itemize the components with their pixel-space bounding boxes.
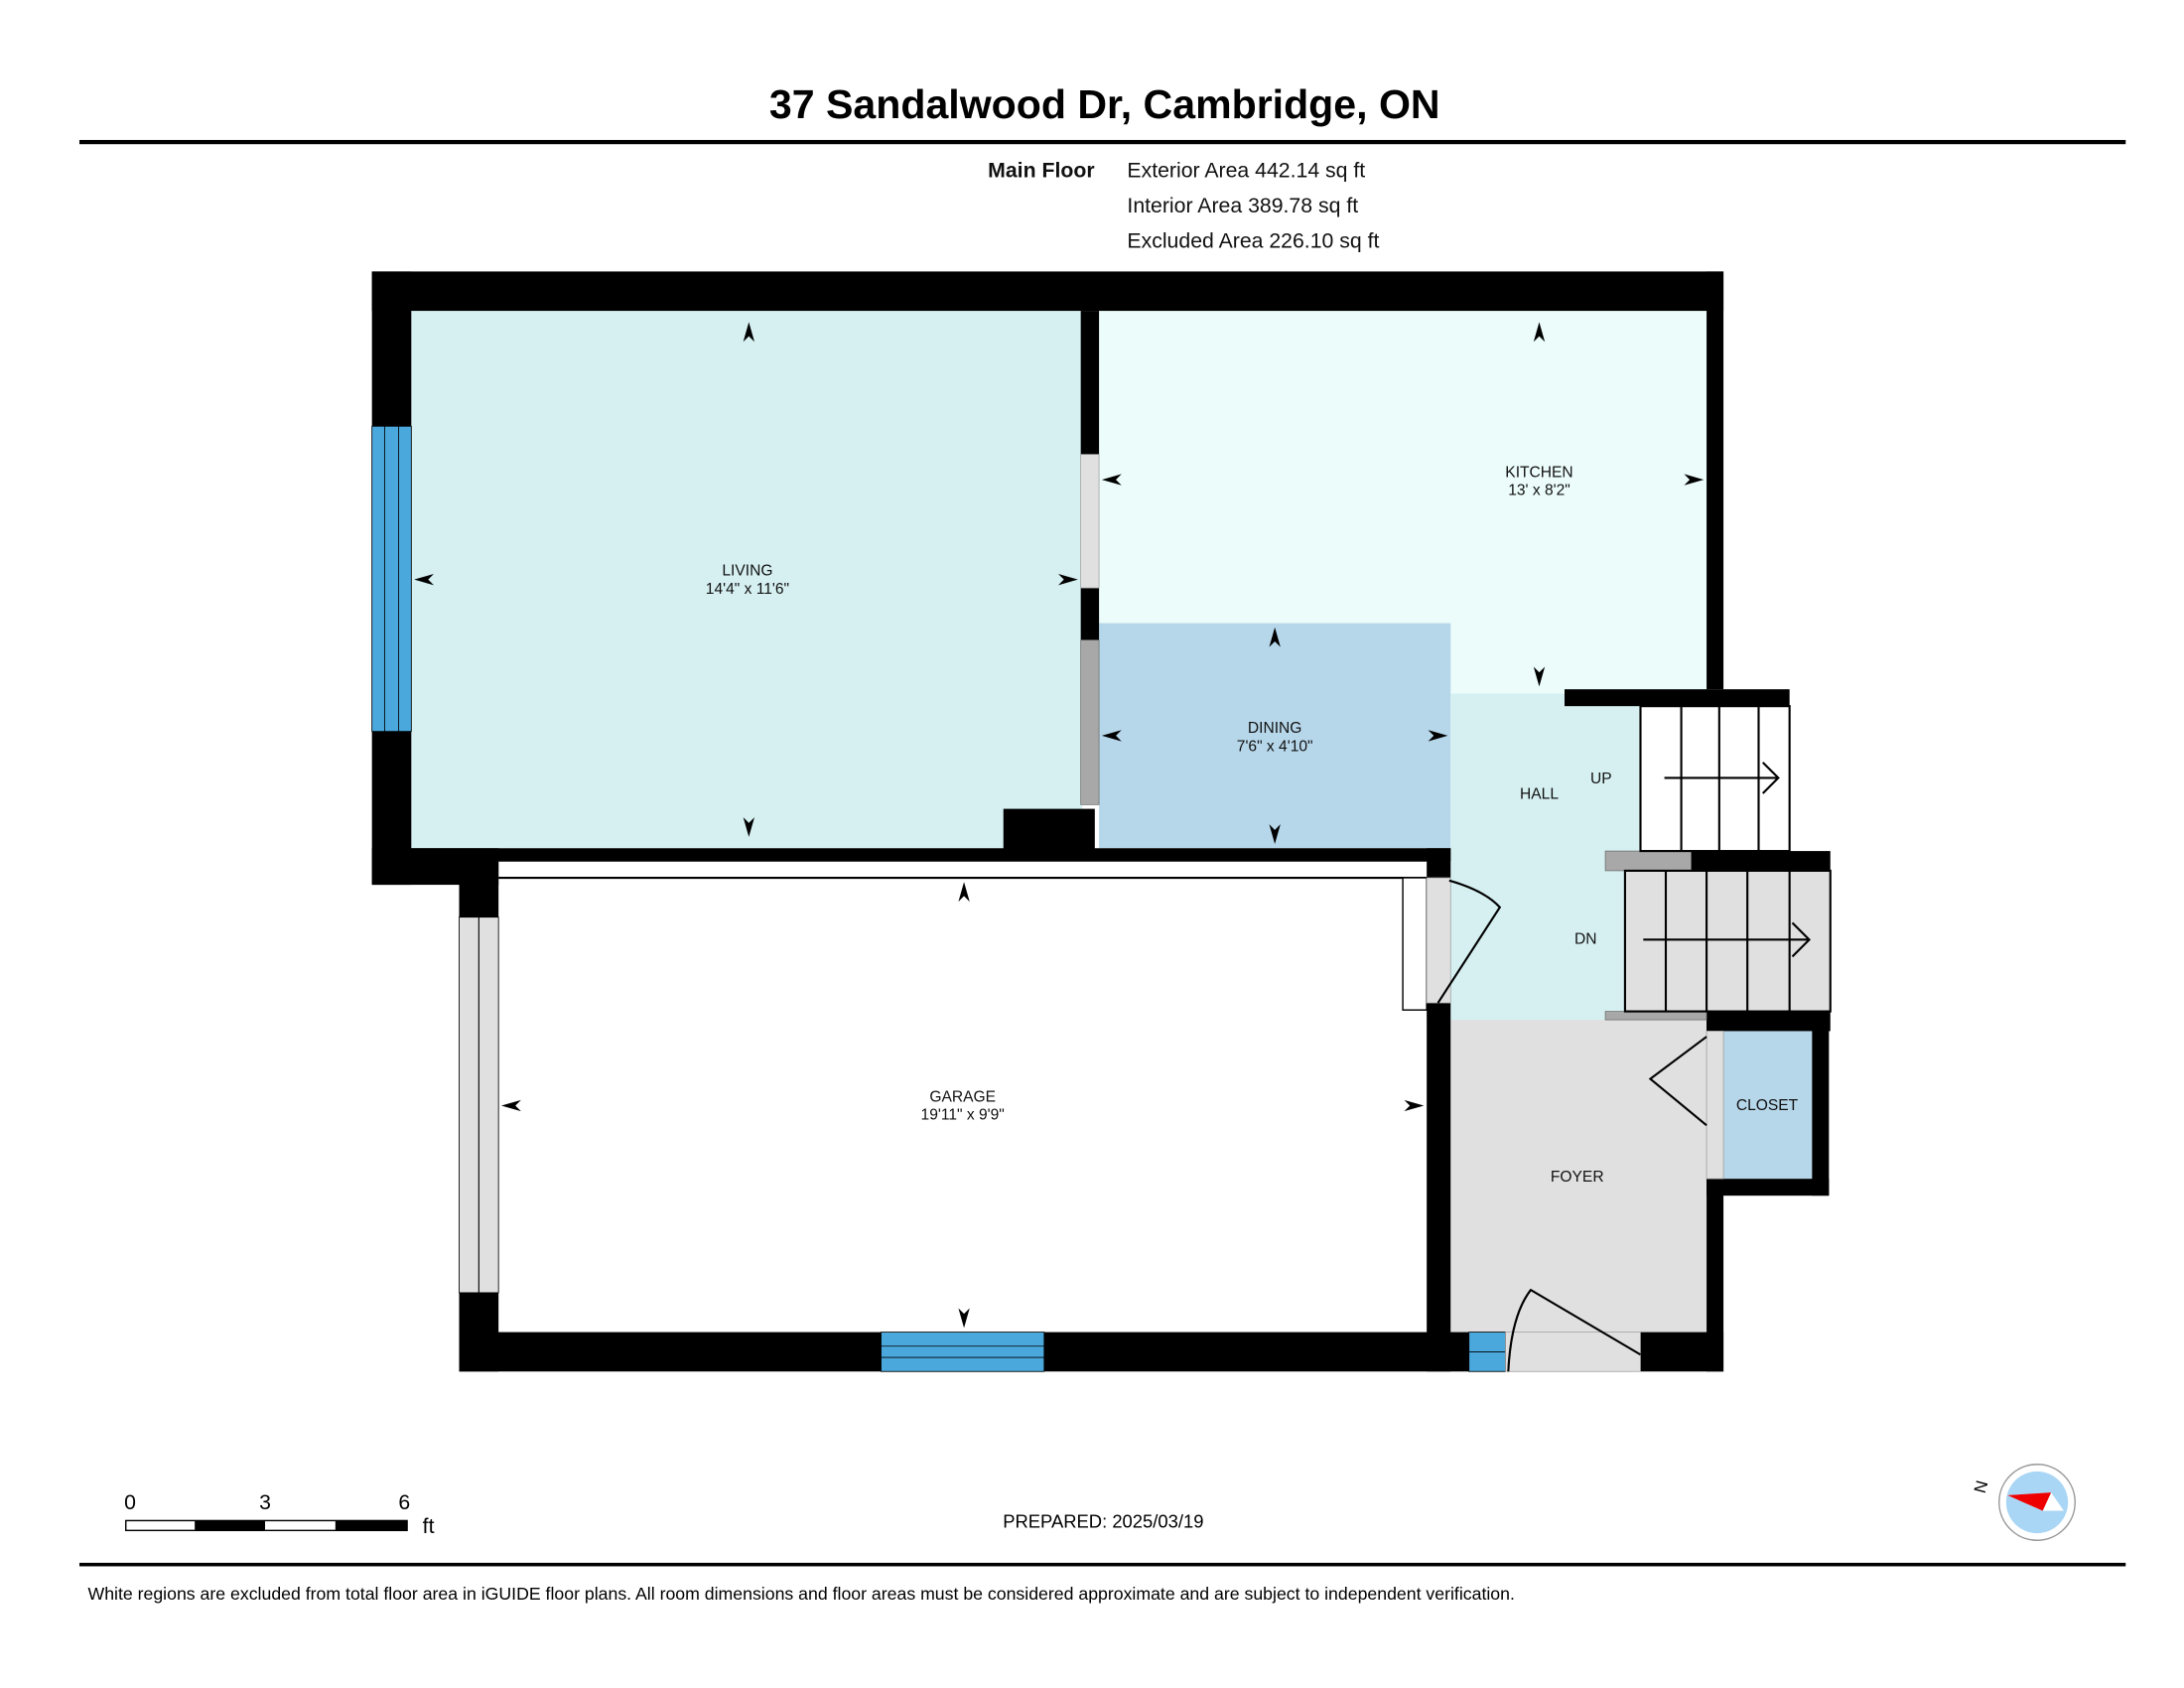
- dimension-arrow-up-icon: [743, 322, 754, 343]
- living-label: LIVING: [722, 562, 772, 579]
- footer-rule: [79, 1562, 2126, 1567]
- kitchen-dims: 13' x 8'2": [1508, 483, 1570, 499]
- prepared-date: PREPARED: 2025/03/19: [1003, 1511, 1203, 1532]
- room-dining: [1099, 623, 1451, 849]
- dimension-arrow-up-icon: [958, 882, 970, 903]
- opening-living-kitchen: [1080, 454, 1100, 589]
- dimension-arrow-right-icon: [1428, 730, 1448, 742]
- dimension-arrow-left-icon: [501, 1099, 521, 1112]
- front-door-swing: [1507, 1288, 1642, 1372]
- front-door-opening: [1505, 1332, 1641, 1372]
- dimension-arrow-down-icon: [1533, 666, 1546, 687]
- footer-disclaimer: White regions are excluded from total fl…: [87, 1584, 1514, 1604]
- scale-tick-6: 6: [398, 1490, 410, 1514]
- garage-dims: 19'11" x 9'9": [921, 1107, 1005, 1124]
- dining-label: DINING: [1248, 720, 1302, 737]
- dimension-arrow-up-icon: [1533, 322, 1546, 343]
- room-closet: [1723, 1028, 1813, 1180]
- dimension-arrow-right-icon: [1058, 574, 1078, 586]
- foyer-label: FOYER: [1551, 1169, 1604, 1186]
- excluded-area: Excluded Area 226.10 sq ft: [1127, 228, 1379, 252]
- room-foyer: [1450, 1020, 1707, 1333]
- dimension-arrow-left-icon: [1101, 730, 1122, 742]
- dimension-arrow-right-icon: [1404, 1099, 1425, 1112]
- room-living: [411, 311, 1083, 849]
- hall-label: HALL: [1520, 786, 1559, 803]
- scale-unit: ft: [423, 1514, 435, 1538]
- dimension-arrows: [414, 322, 1705, 1329]
- stairs-up-label: UP: [1590, 771, 1612, 787]
- window-garage-front: [881, 1332, 1045, 1372]
- floor-name: Main Floor: [988, 159, 1094, 183]
- arrow-up-icon: [1664, 762, 1780, 794]
- dimension-arrow-left-icon: [1101, 474, 1122, 486]
- scale-bar: 0 3 6 ft: [124, 1490, 434, 1538]
- opening-living-dining: [1080, 639, 1100, 805]
- scale-tick-3: 3: [259, 1490, 271, 1514]
- dimension-arrow-down-icon: [743, 817, 754, 837]
- stairs-down-label: DN: [1574, 931, 1597, 948]
- doors: [1402, 877, 1707, 1372]
- dining-dims: 7'6" x 4'10": [1237, 739, 1313, 756]
- exterior-area: Exterior Area 442.14 sq ft: [1127, 159, 1365, 183]
- closet-label: CLOSET: [1736, 1097, 1799, 1114]
- closet-door-swing: [1648, 1036, 1707, 1127]
- dimension-arrow-right-icon: [1684, 474, 1705, 486]
- room-garage: [498, 878, 1428, 1333]
- floor-plan: LIVING 14'4" x 11'6" KITCHEN 13' x 8'2" …: [371, 271, 1832, 1372]
- garage-door-swing: [1436, 879, 1502, 1004]
- arrow-down-icon: [1643, 921, 1812, 958]
- scale-tick-0: 0: [124, 1490, 136, 1514]
- dimension-arrow-down-icon: [958, 1308, 970, 1329]
- interior-area: Interior Area 389.78 sq ft: [1127, 194, 1358, 217]
- living-dims: 14'4" x 11'6": [706, 581, 789, 598]
- dimension-arrow-down-icon: [1269, 824, 1281, 844]
- compass-icon: N: [1971, 1464, 2076, 1541]
- dimension-arrow-left-icon: [414, 574, 434, 586]
- garage-label: GARAGE: [929, 1088, 996, 1105]
- stairs-up: [1639, 705, 1791, 853]
- page-title: 37 Sandalwood Dr, Cambridge, ON: [769, 81, 1440, 127]
- dimension-arrow-up-icon: [1269, 627, 1281, 647]
- kitchen-label: KITCHEN: [1505, 464, 1572, 481]
- compass-north-label: N: [1971, 1478, 1992, 1495]
- stairs-down: [1623, 869, 1832, 1013]
- header-rule: [79, 139, 2126, 145]
- window-living: [371, 425, 412, 733]
